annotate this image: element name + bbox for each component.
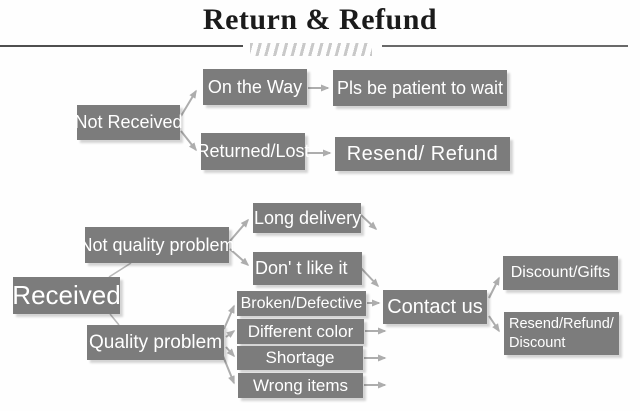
node-discount-gifts: Discount/Gifts — [503, 256, 618, 290]
node-quality-problem: Quality problem — [87, 325, 224, 360]
edge-contact-resenddiscount — [488, 315, 500, 333]
node-long-delivery: Long delivery — [253, 203, 361, 233]
node-shortage: Shortage — [237, 346, 363, 370]
node-received: Received — [12, 277, 121, 314]
edge-quality-broken — [223, 304, 235, 330]
edge-quality-wrong — [222, 355, 235, 385]
edge-quality-different — [225, 330, 236, 338]
edge-contact-discountgifts — [488, 276, 500, 299]
edge-dontlike-contact — [360, 267, 380, 288]
edge-longdelivery-out — [360, 214, 378, 231]
edge-quality-shortage — [225, 346, 235, 358]
divider-line-left — [0, 45, 243, 47]
edge-received-notquality — [108, 262, 132, 278]
node-returned-lost: Returned/Lost — [196, 133, 310, 170]
edge-received-quality — [109, 313, 120, 326]
page-title: Return & Refund — [202, 3, 438, 36]
node-resend-refund: Resend/ Refund — [335, 137, 510, 171]
edge-notquality-dontlike — [229, 248, 250, 266]
node-different-color: Different color — [237, 319, 364, 344]
node-broken-defective: Broken/Defective — [237, 291, 366, 316]
edge-notquality-longdelivery — [229, 218, 249, 242]
hatch-decoration — [250, 43, 372, 56]
edge-notreceived-ontheway — [180, 89, 197, 117]
node-resend-refund-discount: Resend/Refund/ Discount — [504, 312, 619, 355]
node-pls-be-patient: Pls be patient to wait — [333, 70, 507, 106]
edge-notreceived-returnedlost — [180, 130, 197, 152]
node-dont-like-it: Don' t like it — [253, 252, 362, 285]
node-not-received: Not Received — [74, 105, 183, 140]
node-contact-us: Contact us — [383, 290, 487, 324]
divider-line-right — [382, 45, 628, 47]
node-not-quality-problem: Not quality problem — [79, 227, 235, 263]
node-wrong-items: Wrong items — [238, 373, 363, 398]
node-on-the-way: On the Way — [203, 69, 307, 105]
